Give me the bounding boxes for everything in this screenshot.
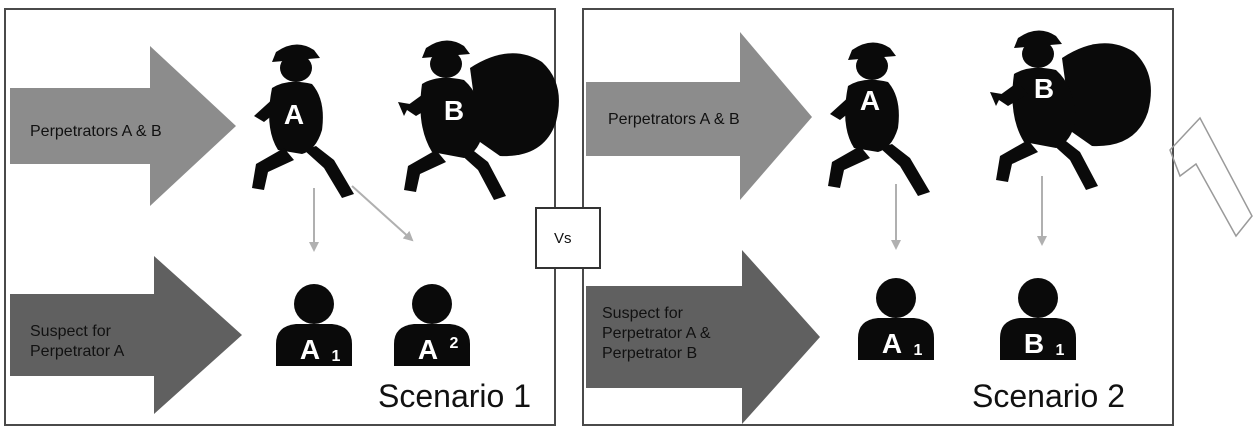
suspect-a1-icon: A 1 xyxy=(858,278,934,360)
suspect-a1-subscript: 1 xyxy=(332,348,341,365)
suspect-arrow-2 xyxy=(586,250,820,424)
scenario-1-title: Scenario 1 xyxy=(378,378,531,414)
perpetrators-arrow-1 xyxy=(10,46,236,206)
suspect-label-2: Suspect for Perpetrator A & Perpetrator … xyxy=(602,304,711,364)
thief-a-letter: A xyxy=(284,99,304,130)
vs-label: Vs xyxy=(554,230,572,247)
thief-b-icon: B xyxy=(990,30,1151,190)
perpetrators-arrow-2 xyxy=(586,32,812,200)
thief-b-letter: B xyxy=(1034,73,1054,104)
thief-b-icon: B xyxy=(398,40,559,200)
suspect-a1-icon: A 1 xyxy=(276,284,352,366)
suspect-a1-letter: A xyxy=(300,334,320,365)
suspect-label-1-line-2: Perpetrator A xyxy=(30,343,125,360)
suspect-label-2-line-3: Perpetrator B xyxy=(602,345,698,362)
scenario-2-title: Scenario 2 xyxy=(972,378,1125,414)
connector-a-to-a2 xyxy=(351,185,414,242)
suspect-a1-letter: A xyxy=(882,328,902,359)
suspect-a2-letter: A xyxy=(418,334,438,365)
suspect-a2-superscript: 2 xyxy=(450,335,459,352)
thief-b-letter: B xyxy=(444,95,464,126)
suspect-a2-icon: A 2 xyxy=(394,284,470,366)
suspect-b1-icon: B 1 xyxy=(1000,278,1076,360)
suspect-label-2-line-1: Suspect for xyxy=(602,305,683,322)
thief-a-icon: A xyxy=(252,44,354,198)
suspect-a1-subscript: 1 xyxy=(914,342,923,359)
chevron-outline-icon xyxy=(1169,116,1253,238)
suspect-arrow-1 xyxy=(10,256,242,414)
suspect-b1-letter: B xyxy=(1024,328,1044,359)
suspect-b1-subscript: 1 xyxy=(1056,342,1065,359)
vs-box: Vs xyxy=(535,207,601,269)
thief-a-letter: A xyxy=(860,85,880,116)
thief-a-icon: A xyxy=(828,42,930,196)
perpetrators-label-2: Perpetrators A & B xyxy=(608,111,740,128)
suspect-label-1-line-1: Suspect for xyxy=(30,323,111,340)
suspect-label-1: Suspect for Perpetrator A xyxy=(30,322,124,362)
suspect-label-2-line-2: Perpetrator A & xyxy=(602,325,711,342)
perpetrators-label-1: Perpetrators A & B xyxy=(30,123,162,140)
